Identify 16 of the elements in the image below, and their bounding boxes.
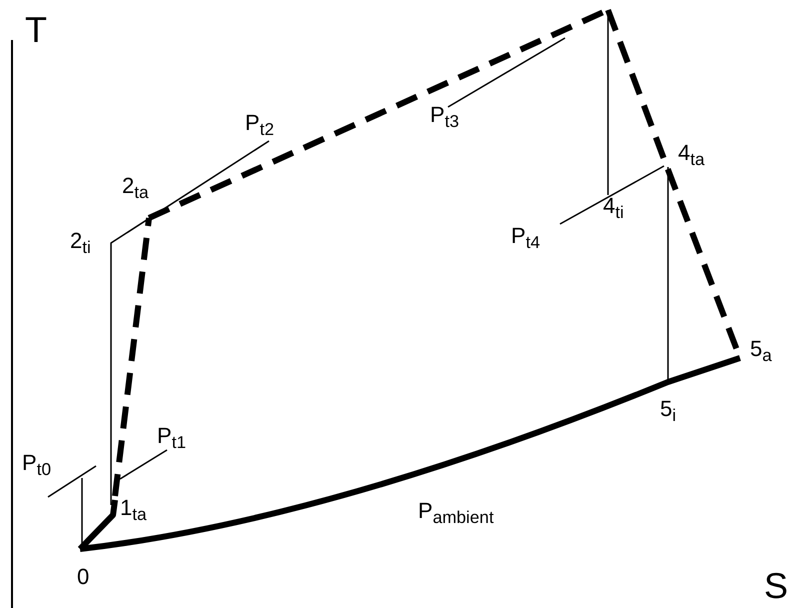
state-point-label: 0 (77, 566, 90, 588)
state-point-label: 2$_{ti}$ (70, 230, 91, 252)
state-point-label: 1$_{ta}$ (120, 497, 147, 519)
state-point-label: 5$_{a}$ (750, 338, 772, 360)
pressure-label: P$_{t1}$ (157, 425, 186, 447)
state-point-label: 4$_{ta}$ (678, 142, 705, 164)
pressure-label: P$_{t2}$ (245, 112, 274, 134)
axis-label: T (25, 12, 47, 48)
state-point-label: 2$_{ta}$ (122, 175, 149, 197)
pressure-label: P$_{t0}$ (22, 452, 51, 474)
pressure-label: P$_{t4}$ (511, 225, 540, 247)
state-point-label: 5$_{i}$ (660, 398, 676, 420)
pressure-label: P$_{t3}$ (430, 104, 459, 126)
pressure-label: P$_{ambient}$ (418, 500, 494, 522)
state-point-label: 4$_{ti}$ (603, 195, 624, 217)
axis-label: S (764, 568, 788, 604)
